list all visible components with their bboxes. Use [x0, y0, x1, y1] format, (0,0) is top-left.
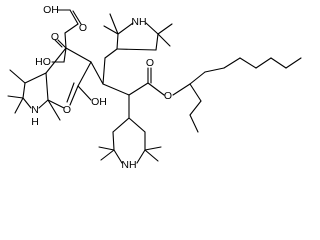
- nh-left-n-label: N: [31, 104, 39, 116]
- acid-2-o-label: O: [51, 31, 59, 43]
- acid-1-oh-label: OH: [43, 4, 59, 16]
- nh-left-h-label: H: [31, 116, 39, 128]
- acid-3-oh-label: OH: [91, 96, 107, 108]
- ester-carbonyl-o-label: O: [146, 57, 154, 69]
- acid-1-o-label: O: [79, 22, 87, 34]
- acid-3-o-label: O: [63, 104, 71, 116]
- nh-bottom-label: NH: [121, 159, 136, 171]
- chemical-structure-diagram: OH O HO O O OH O O NH N H NH: [7, 4, 302, 171]
- nh-top-label: NH: [131, 16, 146, 28]
- acid-2-oh-label: HO: [35, 56, 51, 68]
- atom-labels: OH O HO O O OH O O NH N H NH: [31, 4, 172, 171]
- ester-link-o-label: O: [164, 90, 172, 102]
- bond-lines: [7, 9, 302, 164]
